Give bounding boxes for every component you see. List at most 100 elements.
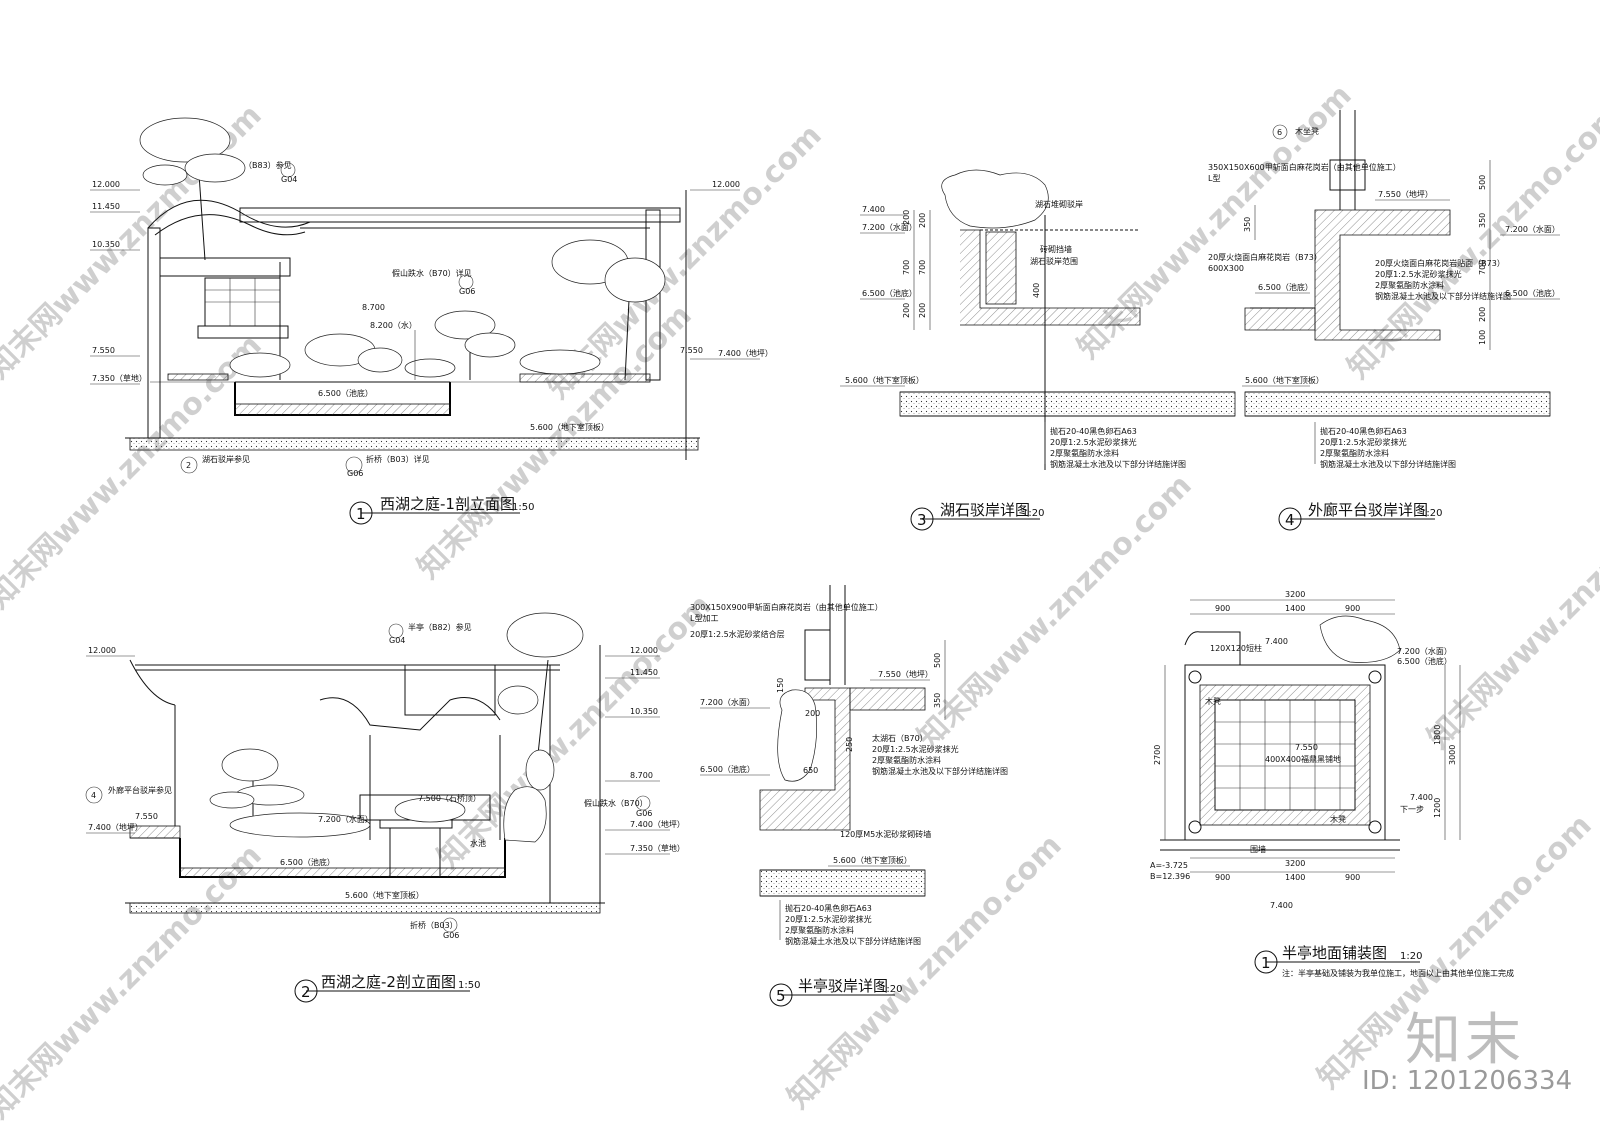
svg-text:7.400（地坪）: 7.400（地坪） (718, 348, 773, 358)
svg-text:7.350（草地）: 7.350（草地） (630, 843, 685, 853)
column-base (1188, 670, 1202, 684)
annotation: 400X400福鼎黑铺地 (1265, 754, 1341, 764)
svg-text:钢筋混凝土水池及以下部分详结施详图: 钢筋混凝土水池及以下部分详结施详图 (785, 936, 921, 946)
level-markers-left: 12.000 11.450 10.350 7.550 7.350（草地） (90, 180, 147, 385)
reference-note: 折桥（B03） (410, 920, 458, 930)
svg-text:L型: L型 (1208, 174, 1220, 183)
pine-tree-center (434, 310, 516, 380)
annotation: 木凳 (1330, 814, 1346, 824)
svg-text:钢筋混凝土水池及以下部分详结施详图: 钢筋混凝土水池及以下部分详结施详图 (1050, 459, 1186, 469)
level-label: 7.200（水面） (1397, 646, 1452, 656)
svg-text:20厚1:2.5水泥砂浆抹光: 20厚1:2.5水泥砂浆抹光 (1050, 437, 1137, 447)
svg-text:600X300: 600X300 (1208, 264, 1244, 273)
platform-slab-section (1314, 209, 1451, 341)
coordinate-label: A=-3.725 (1150, 861, 1188, 870)
svg-text:7.200（水面）: 7.200（水面） (1505, 224, 1560, 234)
svg-text:200: 200 (918, 213, 927, 228)
column-base (1188, 820, 1202, 834)
tile-field (1214, 699, 1356, 811)
annotation: 湖石堆砌驳岸 (1035, 199, 1083, 209)
svg-text:7.200（水面）: 7.200（水面） (862, 222, 917, 232)
svg-text:1:20: 1:20 (880, 984, 902, 995)
pine-tree-left (209, 748, 305, 830)
svg-text:11.450: 11.450 (92, 202, 120, 211)
svg-text:200: 200 (902, 210, 911, 225)
svg-text:11.450: 11.450 (630, 668, 658, 677)
svg-text:半亭驳岸详图: 半亭驳岸详图 (798, 977, 888, 995)
svg-text:20厚1:2.5水泥砂浆抹光: 20厚1:2.5水泥砂浆抹光 (1320, 437, 1407, 447)
svg-text:10.350: 10.350 (630, 707, 658, 716)
svg-text:100: 100 (1478, 330, 1487, 345)
svg-text:20厚1:2.5水泥砂浆抹光: 20厚1:2.5水泥砂浆抹光 (785, 914, 872, 924)
svg-text:3200: 3200 (1285, 590, 1305, 599)
drawing-title-3: 3 湖石驳岸详图 1:20 (910, 501, 1044, 531)
level-label: 8.700 (362, 303, 385, 312)
svg-text:1800: 1800 (1433, 725, 1442, 745)
level-label: 7.400 (1265, 637, 1288, 646)
svg-text:200: 200 (902, 303, 911, 318)
svg-text:12.000: 12.000 (92, 180, 120, 189)
svg-text:1: 1 (356, 505, 366, 523)
svg-text:G04: G04 (281, 175, 297, 184)
watermark: 知末网www.znzmo.com (1341, 98, 1600, 386)
drawing-title-5: 5 半亭驳岸详图 1:20 (769, 977, 902, 1007)
drawing-3-detail: 7.400 7.200（水面） 6.500（池底） 5.600（地下室顶板） 2… (840, 169, 1236, 531)
drawing-1-section: 12.000 11.450 10.350 7.550 7.350（草地） 12.… (90, 117, 773, 525)
svg-text:4: 4 (91, 791, 96, 800)
brick-retaining-wall (985, 231, 1017, 305)
level-markers: 7.550（地坪） 7.200（水面） 6.500（池底） 6.500（池底） … (1242, 189, 1560, 387)
layer-callout: 抛石20-40黑色卵石A63 20厚1:2.5水泥砂浆抹光 2厚聚氨酯防水涂料 … (1314, 422, 1456, 469)
svg-text:12.000: 12.000 (712, 180, 740, 189)
image-id: ID: 1201206334 (1362, 1066, 1573, 1096)
drawing-title-6: 1 半亭地面铺装图 1:20 注：半亭基础及铺装为我单位施工，地面以上由其他单位… (1254, 944, 1514, 978)
svg-text:2700: 2700 (1153, 745, 1162, 765)
rockery-shrubs (229, 333, 601, 378)
svg-text:6: 6 (1277, 128, 1282, 137)
level-label: 7.400 (1410, 793, 1433, 802)
svg-text:7.350（草地）: 7.350（草地） (92, 373, 147, 383)
annotation: 湖石驳岸范围 (1030, 256, 1078, 266)
svg-text:5: 5 (776, 987, 786, 1005)
svg-text:7.400: 7.400 (862, 205, 885, 214)
drawing-note: 注：半亭基础及铺装为我单位施工，地面以上由其他单位施工完成 (1282, 968, 1514, 978)
svg-text:2厚聚氨酯防水涂料: 2厚聚氨酯防水涂料 (1375, 280, 1444, 290)
svg-text:500: 500 (933, 653, 942, 668)
svg-text:G06: G06 (459, 287, 475, 296)
svg-text:钢筋混凝土水池及以下部分详结施详图: 钢筋混凝土水池及以下部分详结施详图 (872, 766, 1008, 776)
layer-callout: 抛石20-40黑色卵石A63 20厚1:2.5水泥砂浆抹光 2厚聚氨酯防水涂料 … (779, 900, 921, 946)
level-label: 7.400 (1270, 901, 1293, 910)
svg-text:2厚聚氨酯防水涂料: 2厚聚氨酯防水涂料 (1050, 448, 1119, 458)
svg-text:200: 200 (805, 709, 820, 718)
annotation: 木凳 (1205, 696, 1221, 706)
svg-text:L型加工: L型加工 (690, 613, 718, 623)
svg-text:西湖之庭-1剖立面图: 西湖之庭-1剖立面图 (380, 495, 515, 513)
svg-text:1200: 1200 (1433, 798, 1442, 818)
annotation: 350X150X600甲斩面白麻花岗岩（由其他单位施工） (1208, 162, 1401, 172)
level-markers-left: 12.000 7.550 7.400（地坪） (86, 646, 158, 834)
svg-text:7.400（地坪）: 7.400（地坪） (630, 819, 685, 829)
svg-text:900: 900 (1215, 873, 1230, 882)
level-markers-right: 12.000 7.550 7.400（地坪） (680, 180, 773, 360)
taihu-stone (777, 689, 818, 782)
svg-text:太湖石（B70）: 太湖石（B70） (872, 733, 928, 743)
annotation: 围墙 (1250, 844, 1266, 854)
reference-note: 湖石驳岸参见 (202, 454, 250, 464)
svg-text:1:20: 1:20 (1022, 508, 1044, 519)
svg-text:6.500（池底）: 6.500（池底） (1505, 288, 1560, 298)
svg-text:20厚1:2.5水泥砂浆抹光: 20厚1:2.5水泥砂浆抹光 (872, 744, 959, 754)
drawing-title-4: 4 外廊平台驳岸详图 1:20 (1278, 501, 1442, 531)
watermark: 知末网www.znzmo.com (1421, 468, 1600, 756)
svg-text:2厚聚氨酯防水涂料: 2厚聚氨酯防水涂料 (872, 755, 941, 765)
svg-text:650: 650 (803, 766, 818, 775)
svg-text:1:20: 1:20 (1400, 951, 1422, 962)
reference-note: 外廊平台驳岸参见 (108, 785, 172, 795)
svg-text:3000: 3000 (1448, 745, 1457, 765)
svg-text:5.600（地下室顶板）: 5.600（地下室顶板） (833, 855, 912, 865)
svg-text:外廊平台驳岸详图: 外廊平台驳岸详图 (1308, 501, 1428, 519)
svg-text:150: 150 (776, 678, 785, 693)
svg-text:200: 200 (1478, 307, 1487, 322)
svg-text:G06: G06 (347, 469, 363, 478)
pavilion-roof (319, 697, 501, 731)
paving-layers (849, 687, 926, 711)
